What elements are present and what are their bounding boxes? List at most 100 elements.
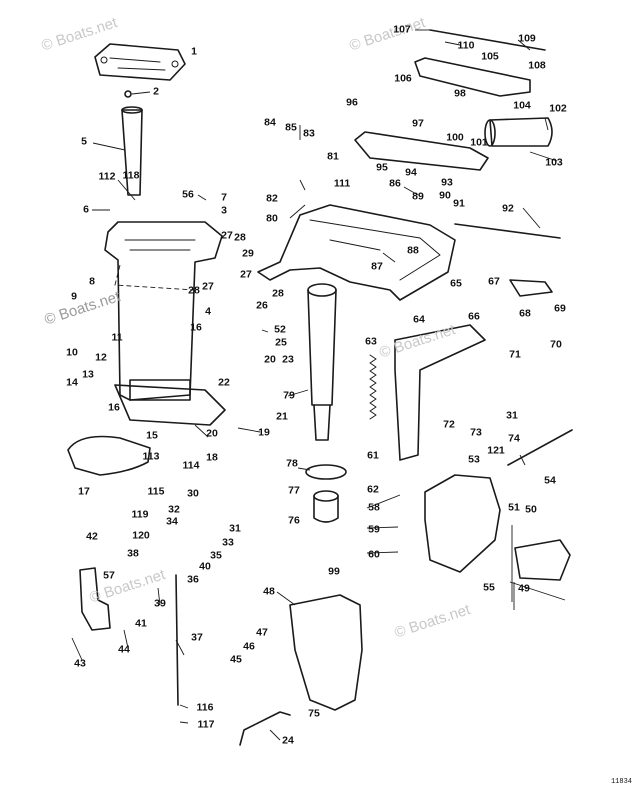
callout-78: 78 <box>286 457 298 470</box>
callout-57: 57 <box>103 569 115 582</box>
callout-11: 11 <box>111 331 123 344</box>
leader-lines <box>71 29 566 741</box>
callout-101: 101 <box>470 136 488 149</box>
callout-2: 2 <box>153 85 159 98</box>
figure-reference-code: 11834 <box>610 778 632 786</box>
callout-46: 46 <box>243 640 255 653</box>
shift-rod-part <box>175 574 179 706</box>
callout-47: 47 <box>256 626 268 639</box>
callout-51: 51 <box>508 501 520 514</box>
callout-7: 7 <box>221 191 227 204</box>
callout-105: 105 <box>481 50 499 63</box>
callout-48: 48 <box>263 585 275 598</box>
clamp-handle-part <box>239 711 291 746</box>
callout-16b: 16 <box>108 401 120 414</box>
callout-67: 67 <box>488 275 500 288</box>
callout-77: 77 <box>288 484 300 497</box>
callout-20b: 20 <box>206 427 218 440</box>
callout-25: 25 <box>275 336 287 349</box>
callout-49: 49 <box>518 582 530 595</box>
rod-54-part <box>507 429 573 466</box>
callout-34: 34 <box>166 515 178 528</box>
callout-114: 114 <box>182 459 200 472</box>
callout-5: 5 <box>81 135 87 148</box>
callout-35: 35 <box>210 549 222 562</box>
callout-3: 3 <box>221 204 227 217</box>
callout-68: 68 <box>519 307 531 320</box>
callout-103: 103 <box>545 156 563 169</box>
lever-69-part <box>509 279 553 297</box>
callout-55: 55 <box>483 581 495 594</box>
callout-20: 20 <box>264 353 276 366</box>
clamp-bracket-left-part <box>289 594 363 711</box>
callout-23: 23 <box>282 353 294 366</box>
exhaust-tube-part <box>121 90 143 196</box>
callout-43: 43 <box>74 657 86 670</box>
callout-58: 58 <box>368 501 380 514</box>
callout-112: 112 <box>98 170 116 183</box>
callout-40: 40 <box>199 560 211 573</box>
callout-117: 117 <box>197 718 215 731</box>
callout-99: 99 <box>328 565 340 578</box>
callout-39: 39 <box>154 597 166 610</box>
callout-97: 97 <box>412 117 424 130</box>
gasket-part <box>94 43 186 81</box>
callout-73: 73 <box>470 426 482 439</box>
callout-119: 119 <box>131 508 149 521</box>
callout-120: 120 <box>132 529 150 542</box>
callout-28: 28 <box>234 231 246 244</box>
swivel-tube-part <box>394 324 486 461</box>
callout-85: 85 <box>285 121 297 134</box>
callout-111: 111 <box>333 177 351 190</box>
callout-100: 100 <box>446 131 464 144</box>
callout-54: 54 <box>544 474 556 487</box>
callout-33: 33 <box>222 536 234 549</box>
callout-98: 98 <box>454 87 466 100</box>
callout-28c: 28 <box>272 287 284 300</box>
callout-76: 76 <box>288 514 300 527</box>
callout-95: 95 <box>376 161 388 174</box>
callout-80: 80 <box>266 212 278 225</box>
steering-column-part <box>307 283 337 441</box>
callout-31b: 31 <box>506 409 518 422</box>
callout-108: 108 <box>528 59 546 72</box>
rod-92-part <box>454 223 561 239</box>
callout-28b: 28 <box>188 284 200 297</box>
callout-70: 70 <box>550 338 562 351</box>
callout-94: 94 <box>405 166 417 179</box>
upper-arm-part <box>414 57 531 97</box>
callout-69: 69 <box>554 302 566 315</box>
callout-63: 63 <box>365 335 377 348</box>
callout-32: 32 <box>168 503 180 516</box>
callout-14: 14 <box>66 376 78 389</box>
callout-102: 102 <box>549 102 567 115</box>
callout-31: 31 <box>229 522 241 535</box>
callout-26: 26 <box>256 299 268 312</box>
callout-30: 30 <box>187 487 199 500</box>
callout-93: 93 <box>441 176 453 189</box>
callout-62: 62 <box>367 483 379 496</box>
callout-45: 45 <box>230 653 242 666</box>
callout-84: 84 <box>264 116 276 129</box>
callout-19: 19 <box>258 426 270 439</box>
callout-10: 10 <box>66 346 78 359</box>
callout-38: 38 <box>127 547 139 560</box>
callout-6: 6 <box>83 203 89 216</box>
callout-27c: 27 <box>240 268 252 281</box>
lower-cover-part <box>67 435 151 476</box>
callout-87: 87 <box>371 260 383 273</box>
callout-13: 13 <box>82 368 94 381</box>
callout-12: 12 <box>95 351 107 364</box>
callout-60: 60 <box>368 548 380 561</box>
shift-lever-part <box>79 567 111 631</box>
callout-81: 81 <box>327 150 339 163</box>
callout-74: 74 <box>508 432 520 445</box>
callout-53: 53 <box>468 453 480 466</box>
callout-72: 72 <box>443 418 455 431</box>
bushing-rings-part <box>305 464 347 523</box>
callout-56: 56 <box>182 188 194 201</box>
callout-59: 59 <box>368 523 380 536</box>
callout-29: 29 <box>242 247 254 260</box>
